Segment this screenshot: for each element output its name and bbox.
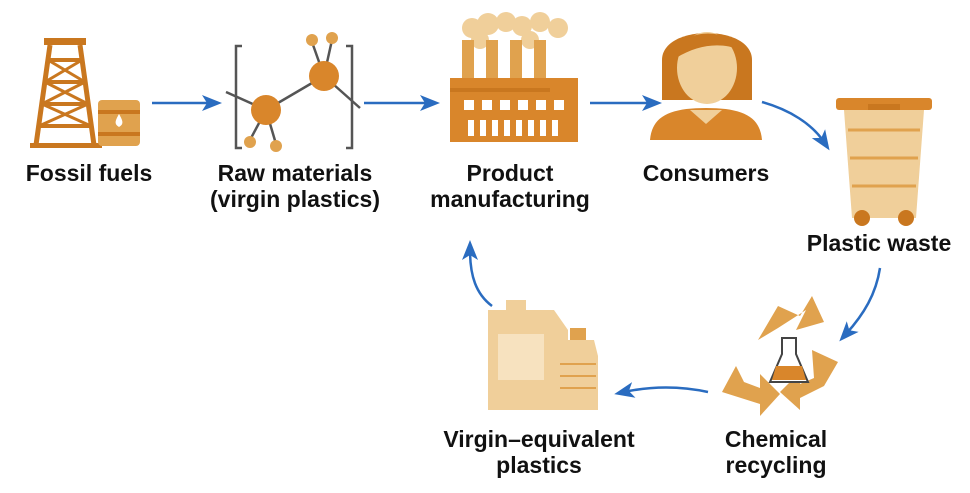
person-icon — [650, 32, 762, 140]
plastic-containers-icon — [488, 300, 598, 410]
arrow-consumers-to-waste — [761, 100, 830, 151]
node-label-plastic-waste: Plastic waste — [806, 230, 952, 256]
waste-bin-icon — [836, 98, 932, 226]
arrow-waste-to-recycling — [839, 267, 882, 342]
node-label-consumers: Consumers — [642, 160, 770, 186]
barrel-icon — [98, 100, 140, 146]
node-label-virgin-equivalent: Virgin–equivalent plastics — [443, 426, 635, 478]
node-label-raw-materials: Raw materials (virgin plastics) — [210, 160, 380, 212]
node-label-product-manufacturing: Product manufacturing — [430, 160, 590, 212]
recycle-flask-icon — [722, 296, 838, 416]
arrow-virgin-to-manufacturing — [462, 240, 493, 307]
node-label-fossil-fuels: Fossil fuels — [25, 160, 153, 186]
node-label-chemical-recycling: Chemical recycling — [724, 426, 828, 478]
factory-icon — [450, 12, 578, 142]
arrow-recycling-to-virgin — [614, 382, 709, 398]
molecule-icon — [225, 32, 361, 152]
oil-derrick-icon — [30, 38, 102, 148]
